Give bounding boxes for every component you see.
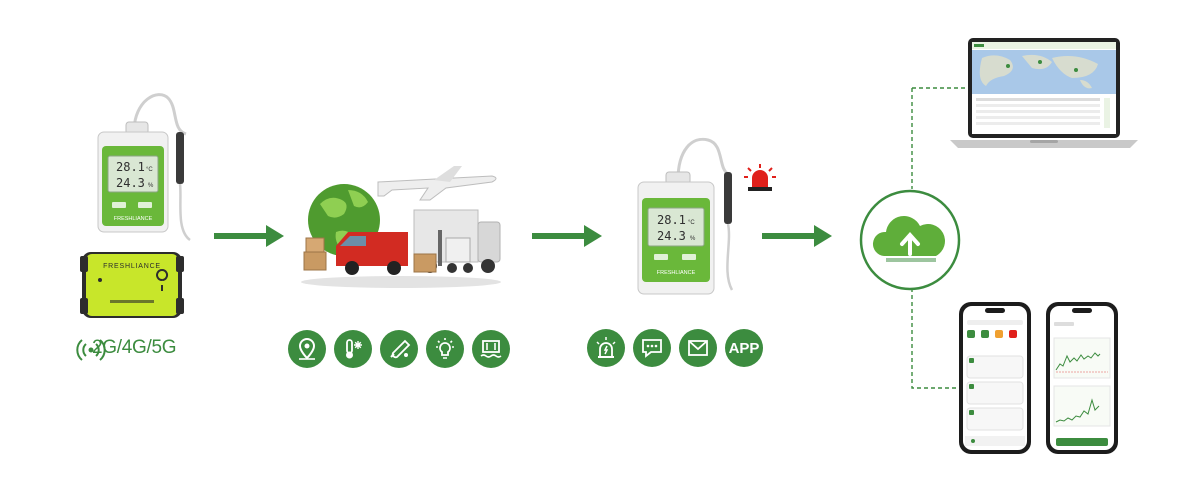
alarm-light-icon (587, 329, 625, 367)
cloud-upload-icon (859, 189, 961, 291)
logistics-scene-illustration (301, 166, 501, 288)
tag-brand: FRESHLIANCE (103, 263, 161, 270)
dashed-connector (911, 87, 966, 389)
network-label: 2G/4G/5G (92, 337, 177, 358)
logger-unit-2: % (148, 183, 154, 189)
data-logger-device-1: 28.1 24.3 °C % FRESHLIANCE (97, 93, 191, 242)
location-pin-icon (288, 330, 326, 368)
laptop-dashboard (950, 38, 1138, 148)
light-bulb-icon (426, 330, 464, 368)
logger-unit-1: °C (146, 167, 153, 173)
app-icon-label: APP (728, 339, 760, 357)
signal-broadcast-icon (76, 339, 106, 361)
logger2-brand: FRESHLIANCE (657, 270, 696, 276)
logger-reading-1: 28.1 (116, 160, 145, 174)
logger-reading-2: 24.3 (116, 176, 145, 190)
flow-arrow-1 (214, 225, 284, 247)
tracker-tag-device: FRESHLIANCE (80, 252, 184, 318)
alarm-siren-icon (744, 164, 776, 191)
shock-icon (472, 330, 510, 368)
logger2-reading-2: 24.3 (657, 229, 686, 243)
data-logger-device-2: 28.1 24.3 °C % FRESHLIANCE (637, 137, 734, 295)
logger2-reading-1: 28.1 (657, 213, 686, 227)
logger2-unit-1: °C (688, 220, 695, 226)
logger-brand: FRESHLIANCE (114, 216, 153, 222)
sms-chat-icon (633, 329, 671, 367)
phone-app-sensor-charts (1046, 302, 1118, 454)
logger2-unit-2: % (690, 236, 696, 242)
probe-icon (380, 330, 418, 368)
phone-app-device-list (959, 302, 1031, 454)
thermometer-snow-icon (334, 330, 372, 368)
app-icon: APP (725, 329, 763, 367)
flow-arrow-2 (532, 225, 602, 247)
flow-arrow-3 (762, 225, 832, 247)
email-icon (679, 329, 717, 367)
